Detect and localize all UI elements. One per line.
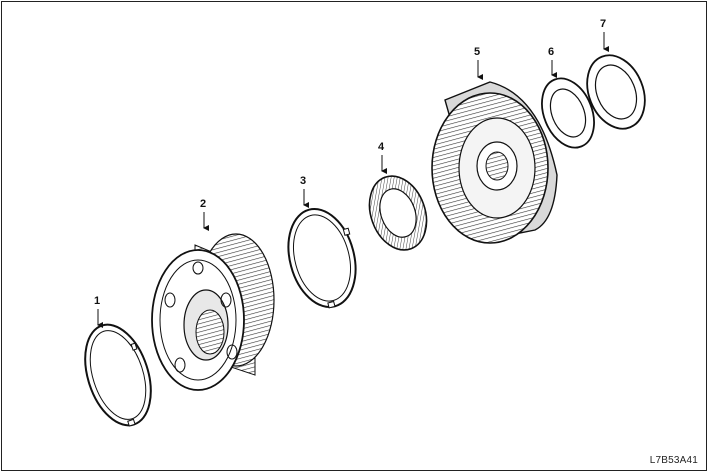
ring-gear-5 — [431, 81, 558, 244]
snap-ring-1 — [84, 323, 152, 427]
callout-label-4: 4 — [378, 141, 385, 153]
callout-4: 4 — [378, 141, 387, 174]
callout-label-6: 6 — [548, 46, 554, 58]
planet-carrier-2 — [151, 233, 275, 391]
callout-6: 6 — [548, 46, 557, 78]
callout-label-1: 1 — [94, 295, 100, 307]
callout-2: 2 — [200, 198, 209, 231]
diagram-reference-code: L7B53A41 — [649, 455, 698, 466]
callout-label-5: 5 — [474, 46, 480, 58]
callout-7: 7 — [600, 18, 609, 52]
thrust-bearing-4 — [368, 175, 428, 251]
callout-3: 3 — [300, 175, 309, 208]
callout-5: 5 — [474, 46, 483, 80]
callout-1: 1 — [94, 295, 103, 328]
callout-label-7: 7 — [600, 18, 606, 30]
thrust-washer-7 — [586, 54, 646, 130]
thrust-washer-6 — [541, 77, 595, 149]
snap-ring-3 — [287, 207, 357, 309]
callout-label-3: 3 — [300, 175, 306, 187]
callout-label-2: 2 — [200, 198, 206, 210]
